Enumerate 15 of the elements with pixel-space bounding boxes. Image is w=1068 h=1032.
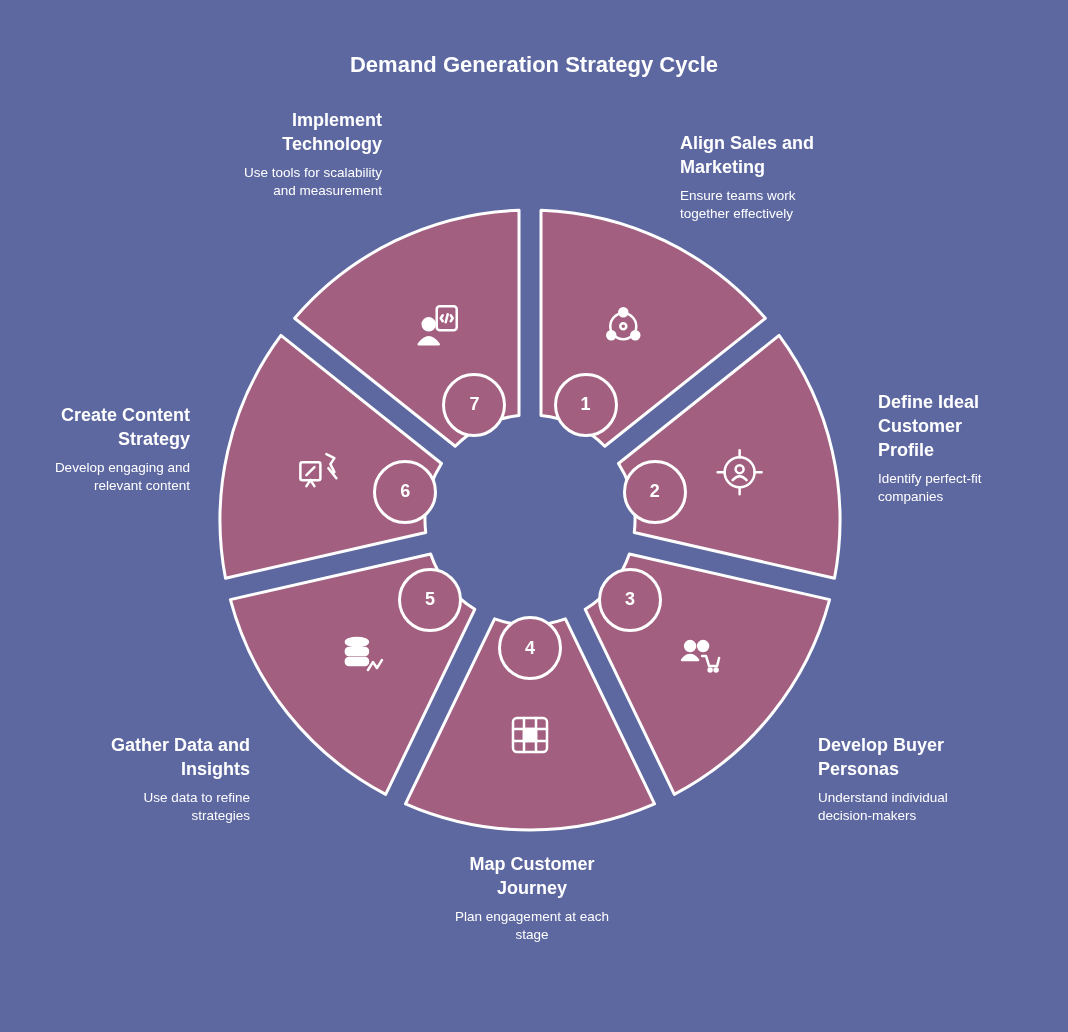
step-description: Use tools for scalability and measurement <box>242 164 382 200</box>
step-description: Plan engagement at each stage <box>454 908 610 944</box>
step-heading: Align Sales and Marketing <box>680 132 816 179</box>
step-description: Understand individual decision-makers <box>818 789 949 825</box>
step-description: Use data to refine strategies <box>142 789 250 825</box>
step-description: Identify perfect-fit companies <box>878 470 983 506</box>
step-heading: Implement Technology <box>281 109 382 156</box>
step-description: Ensure teams work together effectively <box>680 187 797 223</box>
step-heading: Develop Buyer Personas <box>818 734 946 781</box>
step-heading: Create Content Strategy <box>60 404 190 451</box>
step-description: Develop engaging and relevant content <box>53 459 190 495</box>
step-heading: Gather Data and Insights <box>109 734 250 781</box>
step-heading: Map Customer Journey <box>468 853 596 900</box>
title: Demand Generation Strategy Cycle <box>349 52 719 78</box>
step-heading: Define Ideal Customer Profile <box>878 391 981 462</box>
